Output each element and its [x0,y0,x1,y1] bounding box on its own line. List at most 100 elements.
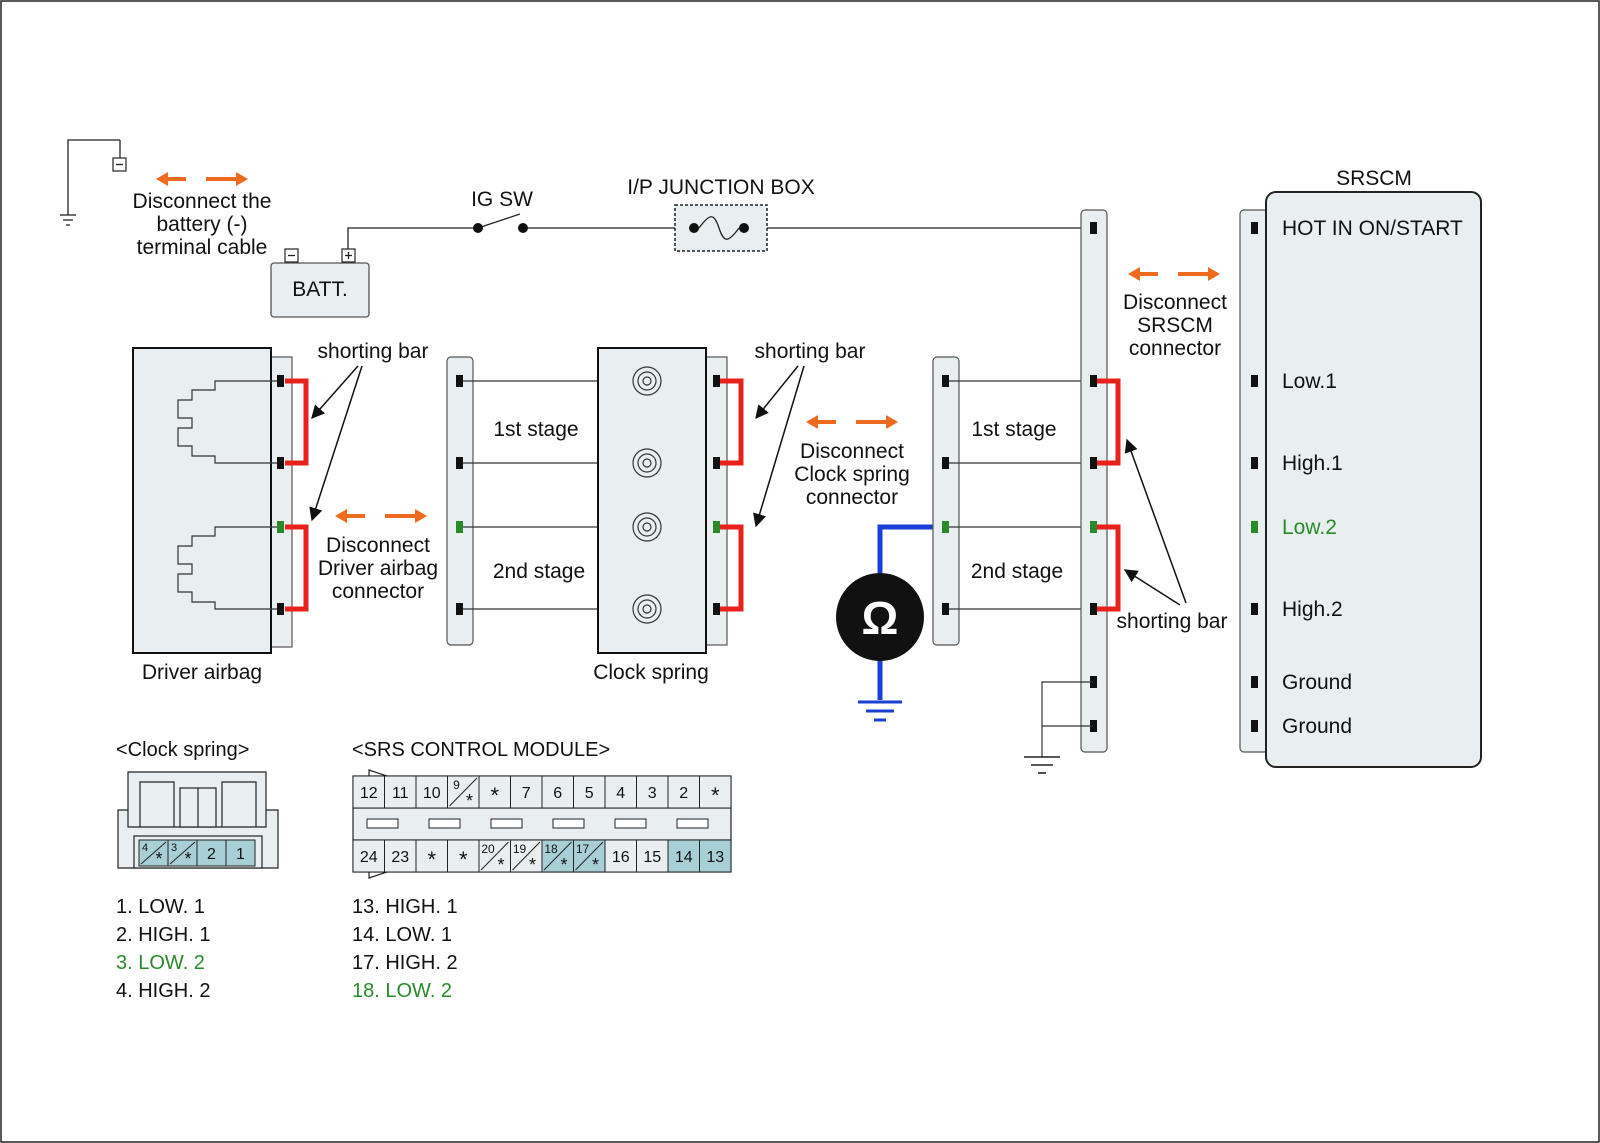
driver-disconnect-note-2: Driver airbag [318,557,438,580]
cell-number: 10 [423,785,441,802]
clock-spring-pin-legend: 1. LOW. 1 2. HIGH. 1 3. LOW. 2 4. HIGH. 2 [116,896,210,1002]
cell-star: * [427,847,436,872]
key-slot [366,818,399,829]
clock-spring-label: Clock spring [593,661,709,684]
pin-legend-item: 1. LOW. 1 [116,896,205,918]
cell-number: 24 [360,849,378,866]
cell-star: * [155,849,162,869]
stage-1-label-right: 1st stage [971,418,1056,441]
clock-disconnect-note-2: Clock spring [794,463,910,486]
srscm-pin-label: Low.2 [1282,516,1337,539]
cell-star: * [490,783,499,808]
cell-number: 17 [576,842,590,856]
cell-number: 7 [522,785,531,802]
cell-number: 15 [643,849,661,866]
pin-legend-item: 3. LOW. 2 [116,952,205,974]
connector-cell [541,775,574,809]
srscm-title: SRSCM [1336,167,1412,190]
junction-box [674,204,768,252]
battery-disconnect-note-1: Disconnect the [133,190,272,213]
ohmmeter-icon: Ω [836,573,924,661]
clock-spring [597,347,744,654]
ohmmeter-symbol: Ω [862,592,899,644]
srscm-pin [1251,521,1258,533]
cell-star: * [711,783,720,808]
driver-disconnect-note-3: connector [332,580,424,603]
driver-disconnect-note-1: Disconnect [326,534,430,557]
ground-icon [1024,756,1060,774]
srscm-pin [1251,603,1258,615]
connector-cell [352,775,385,809]
cell-number: 16 [612,849,630,866]
chassis-ground-wire [1041,681,1093,757]
key-slot [552,818,585,829]
srscm-pin-label: Ground [1282,715,1352,738]
connector-cell [667,839,700,873]
srscm-disconnect-note-2: SRSCM [1137,314,1213,337]
srscm-module [1239,191,1482,768]
cell-number: 6 [553,785,562,802]
clock-spring-connector-title: <Clock spring> [116,739,249,761]
cell-number: 3 [171,842,177,854]
driver-shorting-bar-label: shorting bar [318,340,429,363]
cell-number: 9 [453,778,460,792]
cell-number: 14 [675,849,693,866]
connector-cell [699,775,732,809]
ohmmeter-leads [877,524,946,700]
pin-legend-item: 2. HIGH. 1 [116,924,210,946]
double-arrow-icon [1128,267,1220,281]
cell-number: 12 [360,785,378,802]
clock-disconnect-note-1: Disconnect [800,440,904,463]
srscm-disconnect-note-3: connector [1129,337,1221,360]
cell-number: 2 [207,846,216,863]
connector-cell [447,839,480,873]
harness-connector [932,356,960,646]
clock-disconnect-note-3: connector [806,486,898,509]
cell-star: * [184,849,191,869]
harness-shorting-bar-label: shorting bar [1117,610,1228,633]
srscm-pin [1251,720,1258,732]
srscm-disconnect-note-1: Disconnect [1123,291,1227,314]
fuse-icon [689,216,749,240]
connector-cell [667,775,700,809]
driver-airbag [132,347,309,654]
pin-legend-item: 17. HIGH. 2 [352,952,458,974]
coil-icon [632,366,662,624]
driver-airbag-pin [277,521,284,533]
double-arrow-icon [156,172,248,186]
key-slot [676,818,709,829]
connector-cell [604,839,637,873]
pin-legend-item: 18. LOW. 2 [352,980,452,1002]
srscm-pin-label: High.1 [1282,452,1343,475]
srscm-pin-label: HOT IN ON/START [1282,217,1463,240]
connector-cell [225,839,256,867]
battery: BATT. [270,248,370,318]
connector-cell [699,839,732,873]
srs-module-key-slots [366,818,709,829]
key-slot [614,818,647,829]
connector-cell [384,775,417,809]
cell-star: * [560,855,567,875]
driver-airbag-shorting-bars [285,378,309,612]
stage-2-label-right: 2nd stage [971,560,1063,583]
driver-airbag-pin [277,603,284,615]
clock-spring-in-connector [446,356,474,646]
connector-cell [510,775,543,809]
pin-legend-item: 4. HIGH. 2 [116,980,210,1002]
cell-star: * [529,855,536,875]
cell-number: 4 [616,785,625,802]
connector-cell [478,775,511,809]
connector-cell [636,775,669,809]
double-arrow-icon [806,415,898,429]
stage-1-label-left: 1st stage [493,418,578,441]
cell-star: * [459,847,468,872]
cell-number: 20 [481,842,495,856]
key-slot [428,818,461,829]
battery-disconnect-note-2: battery (-) [156,213,247,236]
cell-number: 4 [142,842,148,854]
connector-cell [352,839,385,873]
srscm-harness-connector [1080,209,1121,753]
pin-legend-item: 13. HIGH. 1 [352,896,458,918]
